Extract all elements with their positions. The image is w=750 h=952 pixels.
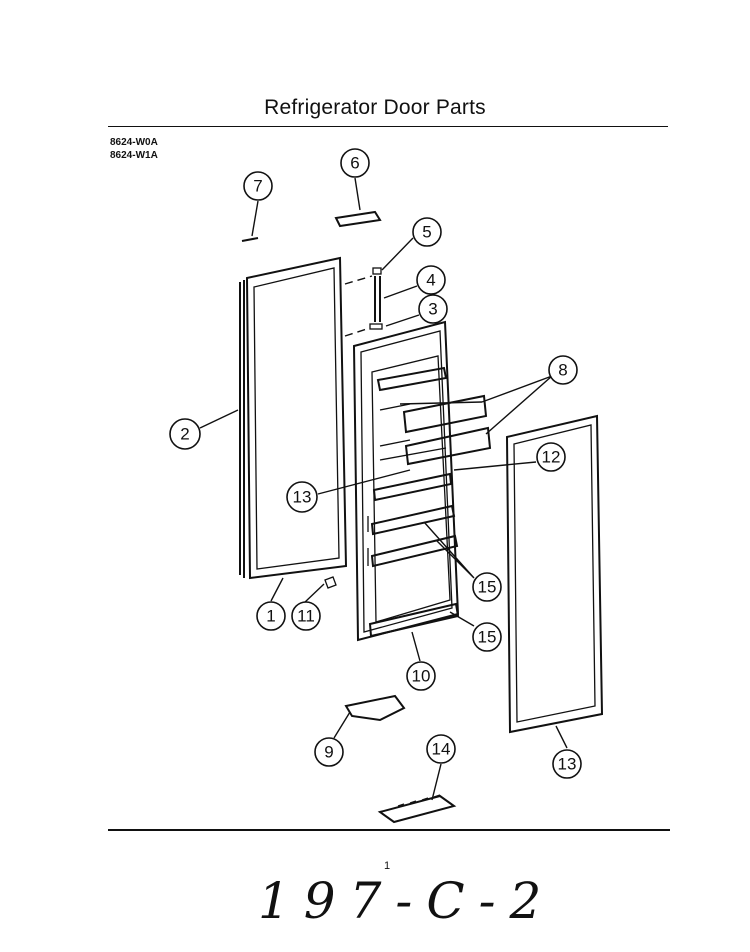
- bushing-part: [372, 267, 382, 275]
- callout-8: 8: [548, 355, 578, 385]
- callout-9: 13: [552, 749, 582, 779]
- door-gasket-inner: [513, 424, 596, 723]
- leader-line: [385, 314, 420, 327]
- callout-4: 4: [416, 265, 446, 295]
- leader-line: [317, 469, 411, 495]
- assembly-line: [344, 275, 373, 285]
- svg-text:13: 13: [293, 488, 312, 507]
- leader-line: [449, 611, 475, 627]
- cap-part: [369, 323, 383, 330]
- door-liner-recess: [371, 355, 451, 623]
- leader-line: [303, 583, 325, 604]
- bottom-rule: [108, 829, 670, 831]
- svg-text:11: 11: [297, 607, 315, 626]
- leader-line: [381, 237, 414, 271]
- leader-line: [333, 711, 351, 739]
- door-panel-inner-edge: [253, 267, 340, 570]
- callout-10: 9: [314, 737, 344, 767]
- handwritten-code: 197-C-2: [258, 872, 556, 930]
- clip-part: [324, 576, 337, 589]
- model-number: 8624-W1A: [110, 150, 158, 161]
- callout-6: 6: [340, 148, 370, 178]
- door-panel-outer: [245, 256, 348, 580]
- leader-line: [423, 521, 475, 579]
- callout-13: 13: [286, 481, 318, 513]
- svg-text:14: 14: [432, 740, 451, 759]
- leader-line: [354, 177, 361, 211]
- callout-15: 15: [472, 572, 502, 602]
- shelf: [372, 472, 453, 502]
- callout-12: 11: [291, 601, 321, 631]
- door-gasket-outer: [505, 414, 604, 734]
- svg-text:15: 15: [478, 578, 497, 597]
- hinge-part: [334, 210, 382, 228]
- tray-part: [344, 694, 406, 722]
- page-title: Refrigerator Door Parts: [264, 96, 486, 119]
- shelf: [376, 366, 448, 392]
- leader-line: [199, 409, 239, 429]
- svg-text:6: 6: [350, 154, 359, 173]
- top-rule: [108, 126, 668, 127]
- rod-part: [374, 276, 381, 322]
- svg-text:1: 1: [266, 607, 275, 626]
- egg-tray-cups: [397, 794, 441, 807]
- shelf: [370, 504, 456, 536]
- leader-line: [453, 461, 537, 471]
- svg-text:9: 9: [324, 743, 333, 762]
- svg-text:8: 8: [558, 361, 567, 380]
- svg-text:3: 3: [428, 300, 437, 319]
- shelf: [370, 534, 459, 568]
- callout-15: 15: [472, 622, 502, 652]
- svg-text:15: 15: [478, 628, 497, 647]
- door-bin: [402, 394, 488, 434]
- page-number: 1: [384, 860, 391, 872]
- callout-5: 5: [412, 217, 442, 247]
- shelf-rail: [379, 403, 447, 461]
- svg-text:4: 4: [426, 271, 435, 290]
- leader-line: [555, 725, 568, 749]
- leader-line: [431, 763, 442, 801]
- callout-2: 2: [169, 418, 201, 450]
- svg-text:7: 7: [253, 177, 262, 196]
- leader-line: [411, 631, 421, 662]
- callout-14: 14: [426, 734, 456, 764]
- svg-text:10: 10: [412, 667, 431, 686]
- callout-3: 3: [418, 294, 448, 324]
- leader-line: [251, 200, 259, 237]
- callout-13: 12: [536, 442, 566, 472]
- svg-text:12: 12: [542, 448, 561, 467]
- svg-text:2: 2: [180, 425, 189, 444]
- svg-text:5: 5: [422, 223, 431, 242]
- model-number: 8624-W0A: [110, 137, 158, 148]
- callout-1: 1: [256, 601, 286, 631]
- callout-7: 7: [243, 171, 273, 201]
- door-liner-inner: [360, 330, 453, 633]
- leader-line: [383, 285, 418, 299]
- leader-line: [399, 375, 553, 435]
- shelf: [368, 602, 460, 638]
- assembly-line: [344, 327, 371, 337]
- gasket-strip: [239, 280, 245, 578]
- egg-tray-part: [377, 794, 457, 824]
- door-bin: [404, 426, 492, 466]
- leader-line: [270, 577, 284, 602]
- pin-part: [241, 237, 259, 242]
- callout-11: 10: [406, 661, 436, 691]
- svg-text:13: 13: [558, 755, 577, 774]
